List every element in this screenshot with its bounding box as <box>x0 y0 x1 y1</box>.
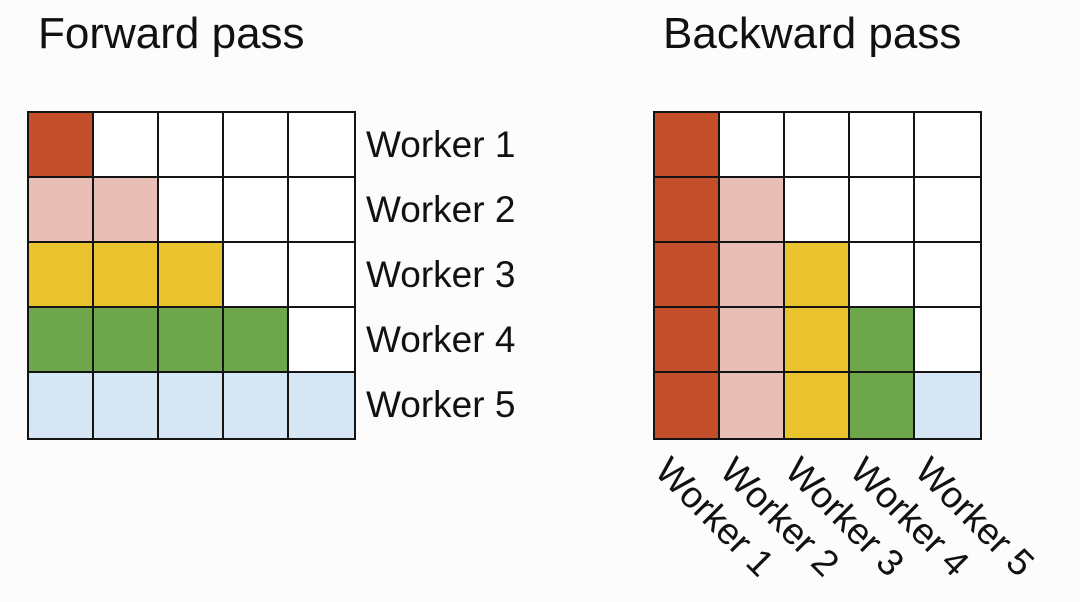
grid-cell <box>224 373 289 438</box>
grid-cell <box>720 373 785 438</box>
grid-cell <box>915 243 980 308</box>
grid-cell <box>785 373 850 438</box>
grid-cell <box>289 308 354 373</box>
grid-cell <box>785 308 850 373</box>
grid-cell <box>94 308 159 373</box>
grid-cell <box>94 373 159 438</box>
grid-cell <box>94 113 159 178</box>
grid-cell <box>720 243 785 308</box>
grid-cell <box>224 113 289 178</box>
grid-cell <box>850 113 915 178</box>
grid-cell <box>289 113 354 178</box>
worker-row-label: Worker 5 <box>366 383 516 425</box>
grid-cell <box>720 308 785 373</box>
grid-cell <box>850 308 915 373</box>
grid-cell <box>915 308 980 373</box>
grid-cell <box>289 243 354 308</box>
backward-pass-title: Backward pass <box>663 9 962 58</box>
backward-pass-grid <box>653 111 982 440</box>
grid-cell <box>720 113 785 178</box>
grid-cell <box>655 308 720 373</box>
grid-cell <box>655 243 720 308</box>
grid-cell <box>29 243 94 308</box>
worker-row-label: Worker 4 <box>366 318 516 360</box>
grid-cell <box>94 178 159 243</box>
worker-row-label: Worker 1 <box>366 123 516 165</box>
grid-cell <box>224 308 289 373</box>
grid-cell <box>29 308 94 373</box>
grid-cell <box>785 178 850 243</box>
grid-cell <box>159 308 224 373</box>
worker-row-label: Worker 3 <box>366 253 516 295</box>
grid-cell <box>915 373 980 438</box>
grid-cell <box>850 178 915 243</box>
grid-cell <box>159 243 224 308</box>
grid-cell <box>224 178 289 243</box>
grid-cell <box>289 373 354 438</box>
grid-cell <box>915 113 980 178</box>
grid-cell <box>785 243 850 308</box>
grid-cell <box>159 113 224 178</box>
grid-cell <box>850 243 915 308</box>
worker-row-label: Worker 2 <box>366 188 516 230</box>
grid-cell <box>915 178 980 243</box>
forward-pass-grid <box>27 111 356 440</box>
forward-pass-row-labels: Worker 1 Worker 2 Worker 3 Worker 4 Worker 5 <box>362 112 515 437</box>
grid-cell <box>289 178 354 243</box>
grid-cell <box>720 178 785 243</box>
grid-cell <box>655 113 720 178</box>
grid-cell <box>29 178 94 243</box>
grid-cell <box>655 178 720 243</box>
forward-pass-title: Forward pass <box>38 9 305 58</box>
grid-cell <box>655 373 720 438</box>
grid-cell <box>850 373 915 438</box>
grid-cell <box>159 373 224 438</box>
grid-cell <box>29 113 94 178</box>
grid-cell <box>224 243 289 308</box>
grid-cell <box>94 243 159 308</box>
grid-cell <box>29 373 94 438</box>
grid-cell <box>785 113 850 178</box>
grid-cell <box>159 178 224 243</box>
